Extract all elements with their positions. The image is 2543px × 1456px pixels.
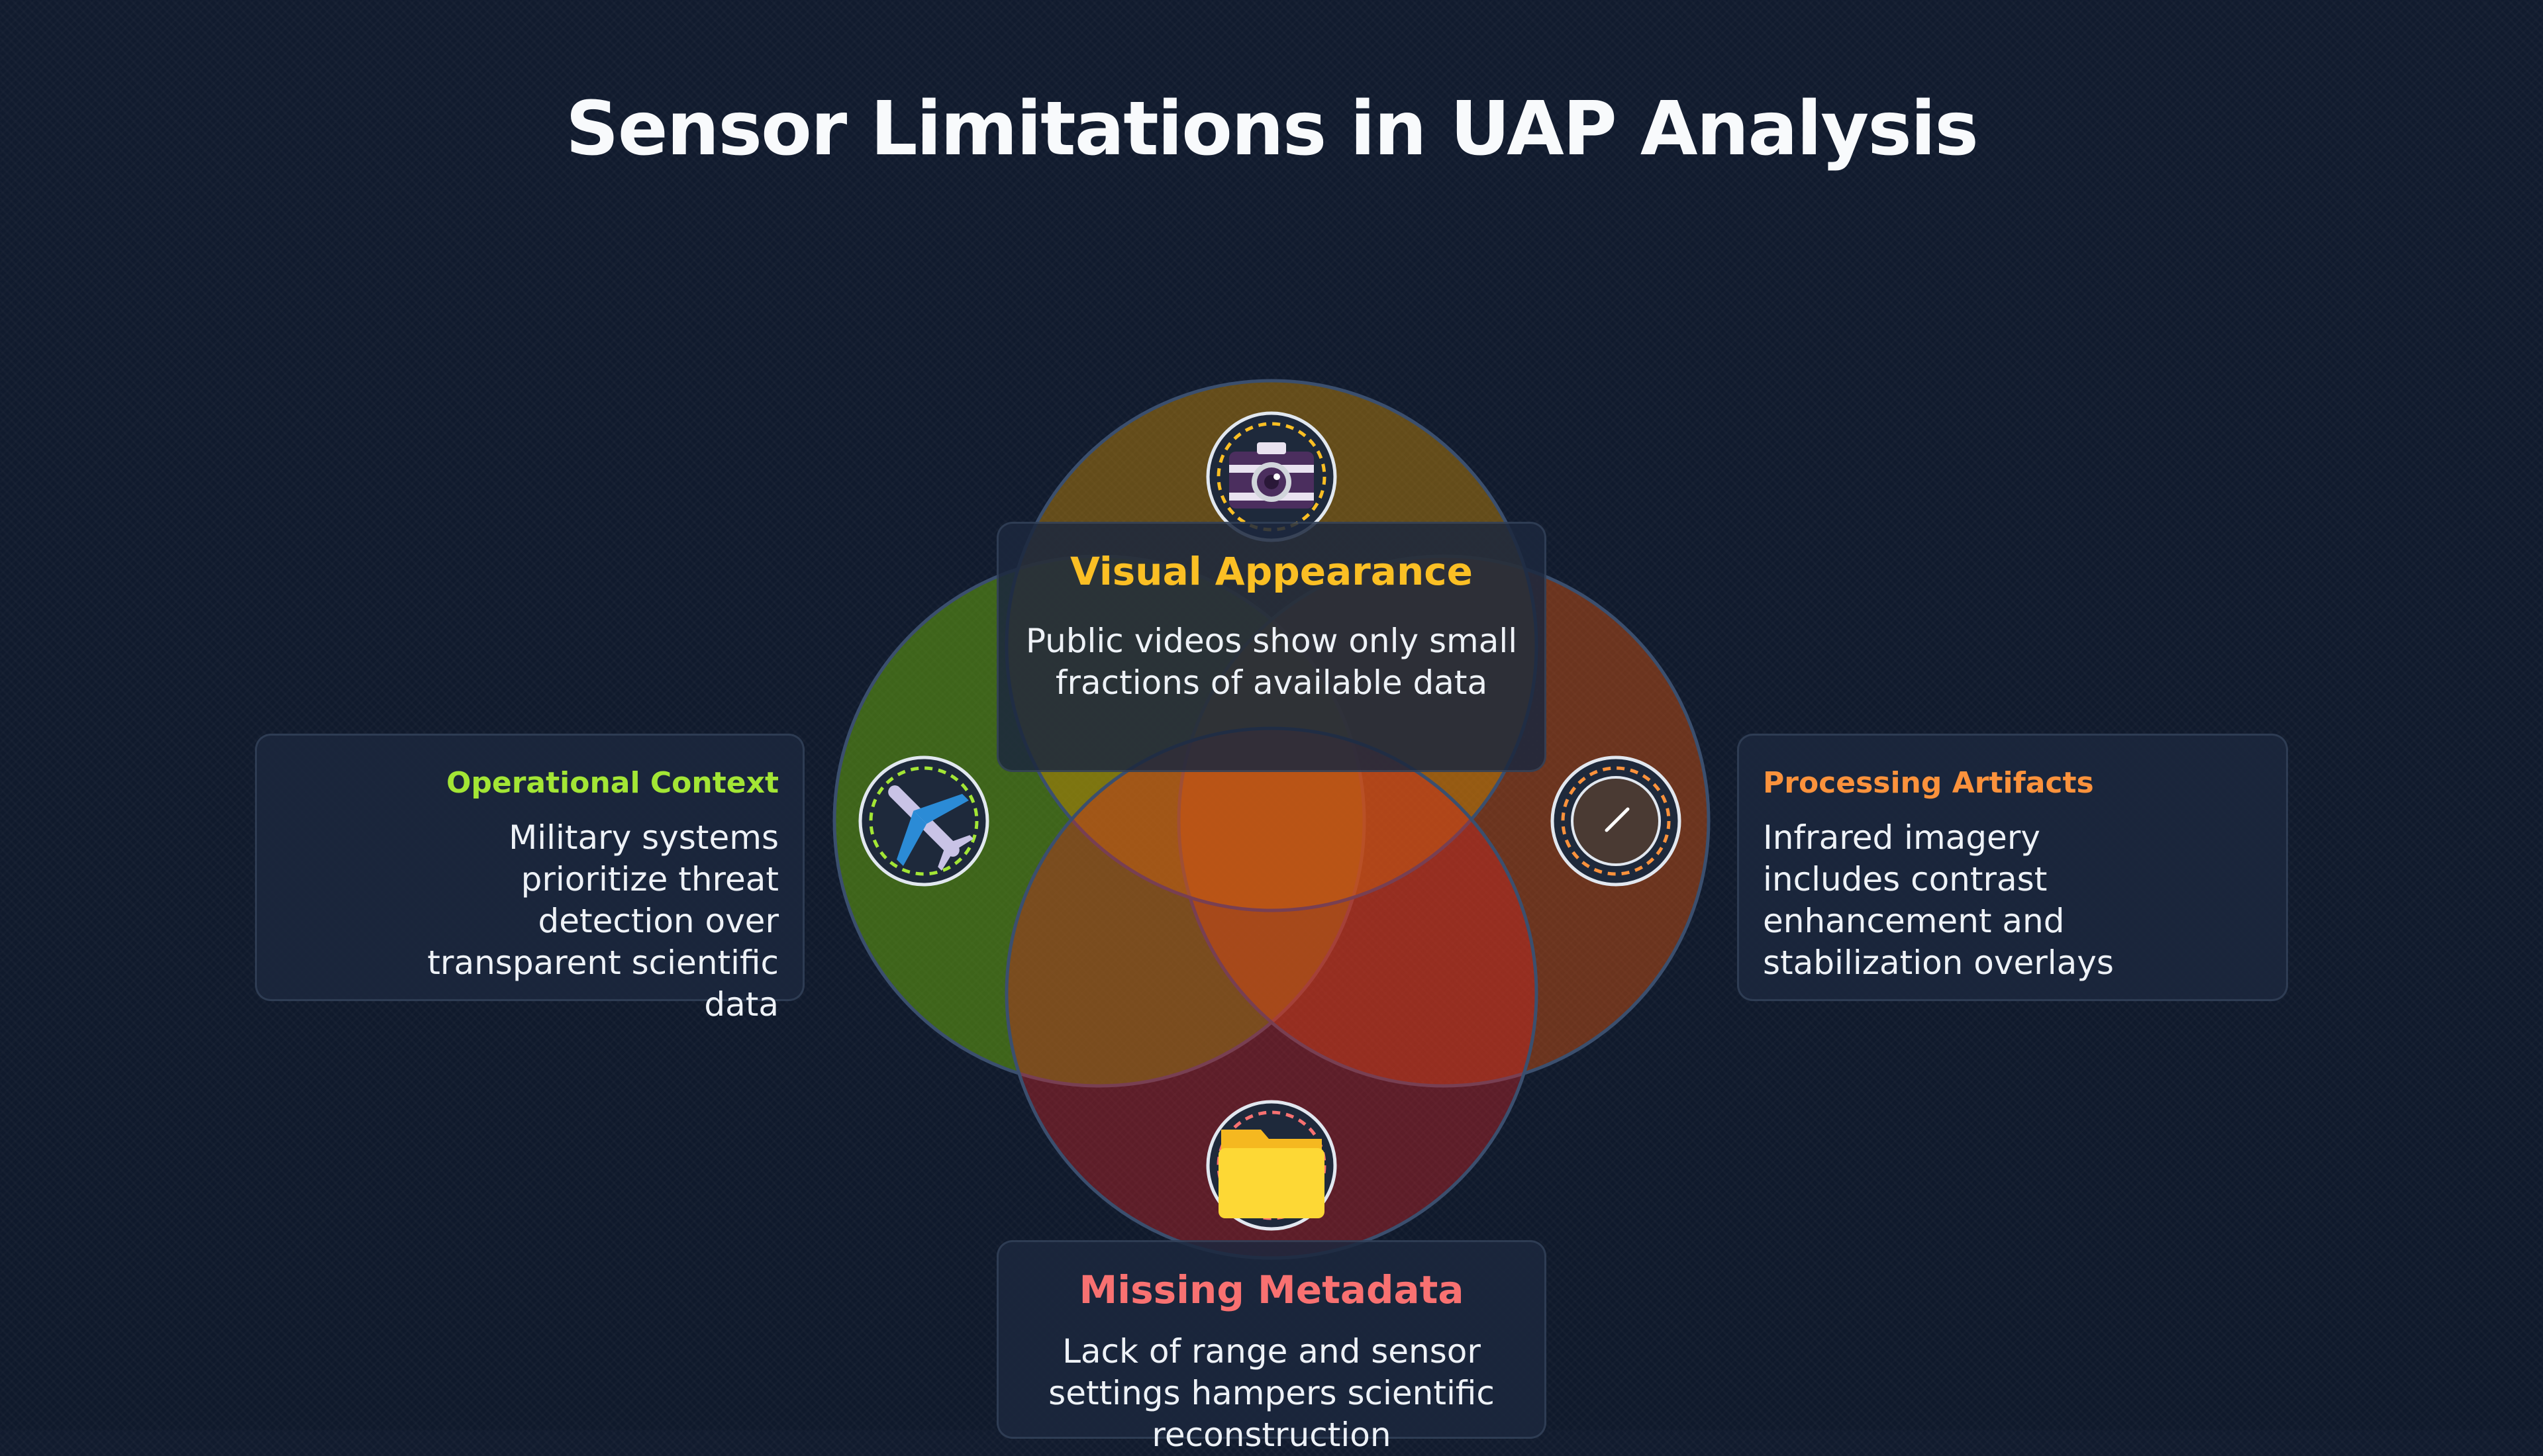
operational-context-heading: Operational Context [446, 766, 779, 800]
processing-artifacts-heading: Processing Artifacts [1763, 766, 2094, 800]
card-visual-appearance: Visual Appearance Public videos show onl… [997, 522, 1546, 772]
card-missing-metadata: Missing Metadata Lack of range and senso… [997, 1240, 1546, 1454]
card-processing-artifacts: Processing Artifacts Infrared imagery in… [1737, 734, 2288, 1001]
folder-icon [1206, 1100, 1337, 1231]
card-operational-context: Operational Context Military systems pri… [255, 734, 805, 1024]
missing-metadata-text: Lack of range and sensor settings hamper… [1048, 1332, 1495, 1454]
camera-icon [1206, 411, 1337, 542]
gauge-icon [1550, 755, 1681, 887]
visual-appearance-text: Public videos show only small fractions … [1025, 622, 1518, 702]
page-title: Sensor Limitations in UAP Analysis [566, 86, 1979, 172]
airplane-icon [858, 755, 989, 887]
missing-metadata-heading: Missing Metadata [1079, 1267, 1464, 1312]
operational-context-text: Military systems prioritize threat detec… [427, 818, 779, 1024]
processing-artifacts-text: Infrared imagery includes contrast enhan… [1763, 818, 2114, 982]
visual-appearance-heading: Visual Appearance [1070, 549, 1473, 594]
